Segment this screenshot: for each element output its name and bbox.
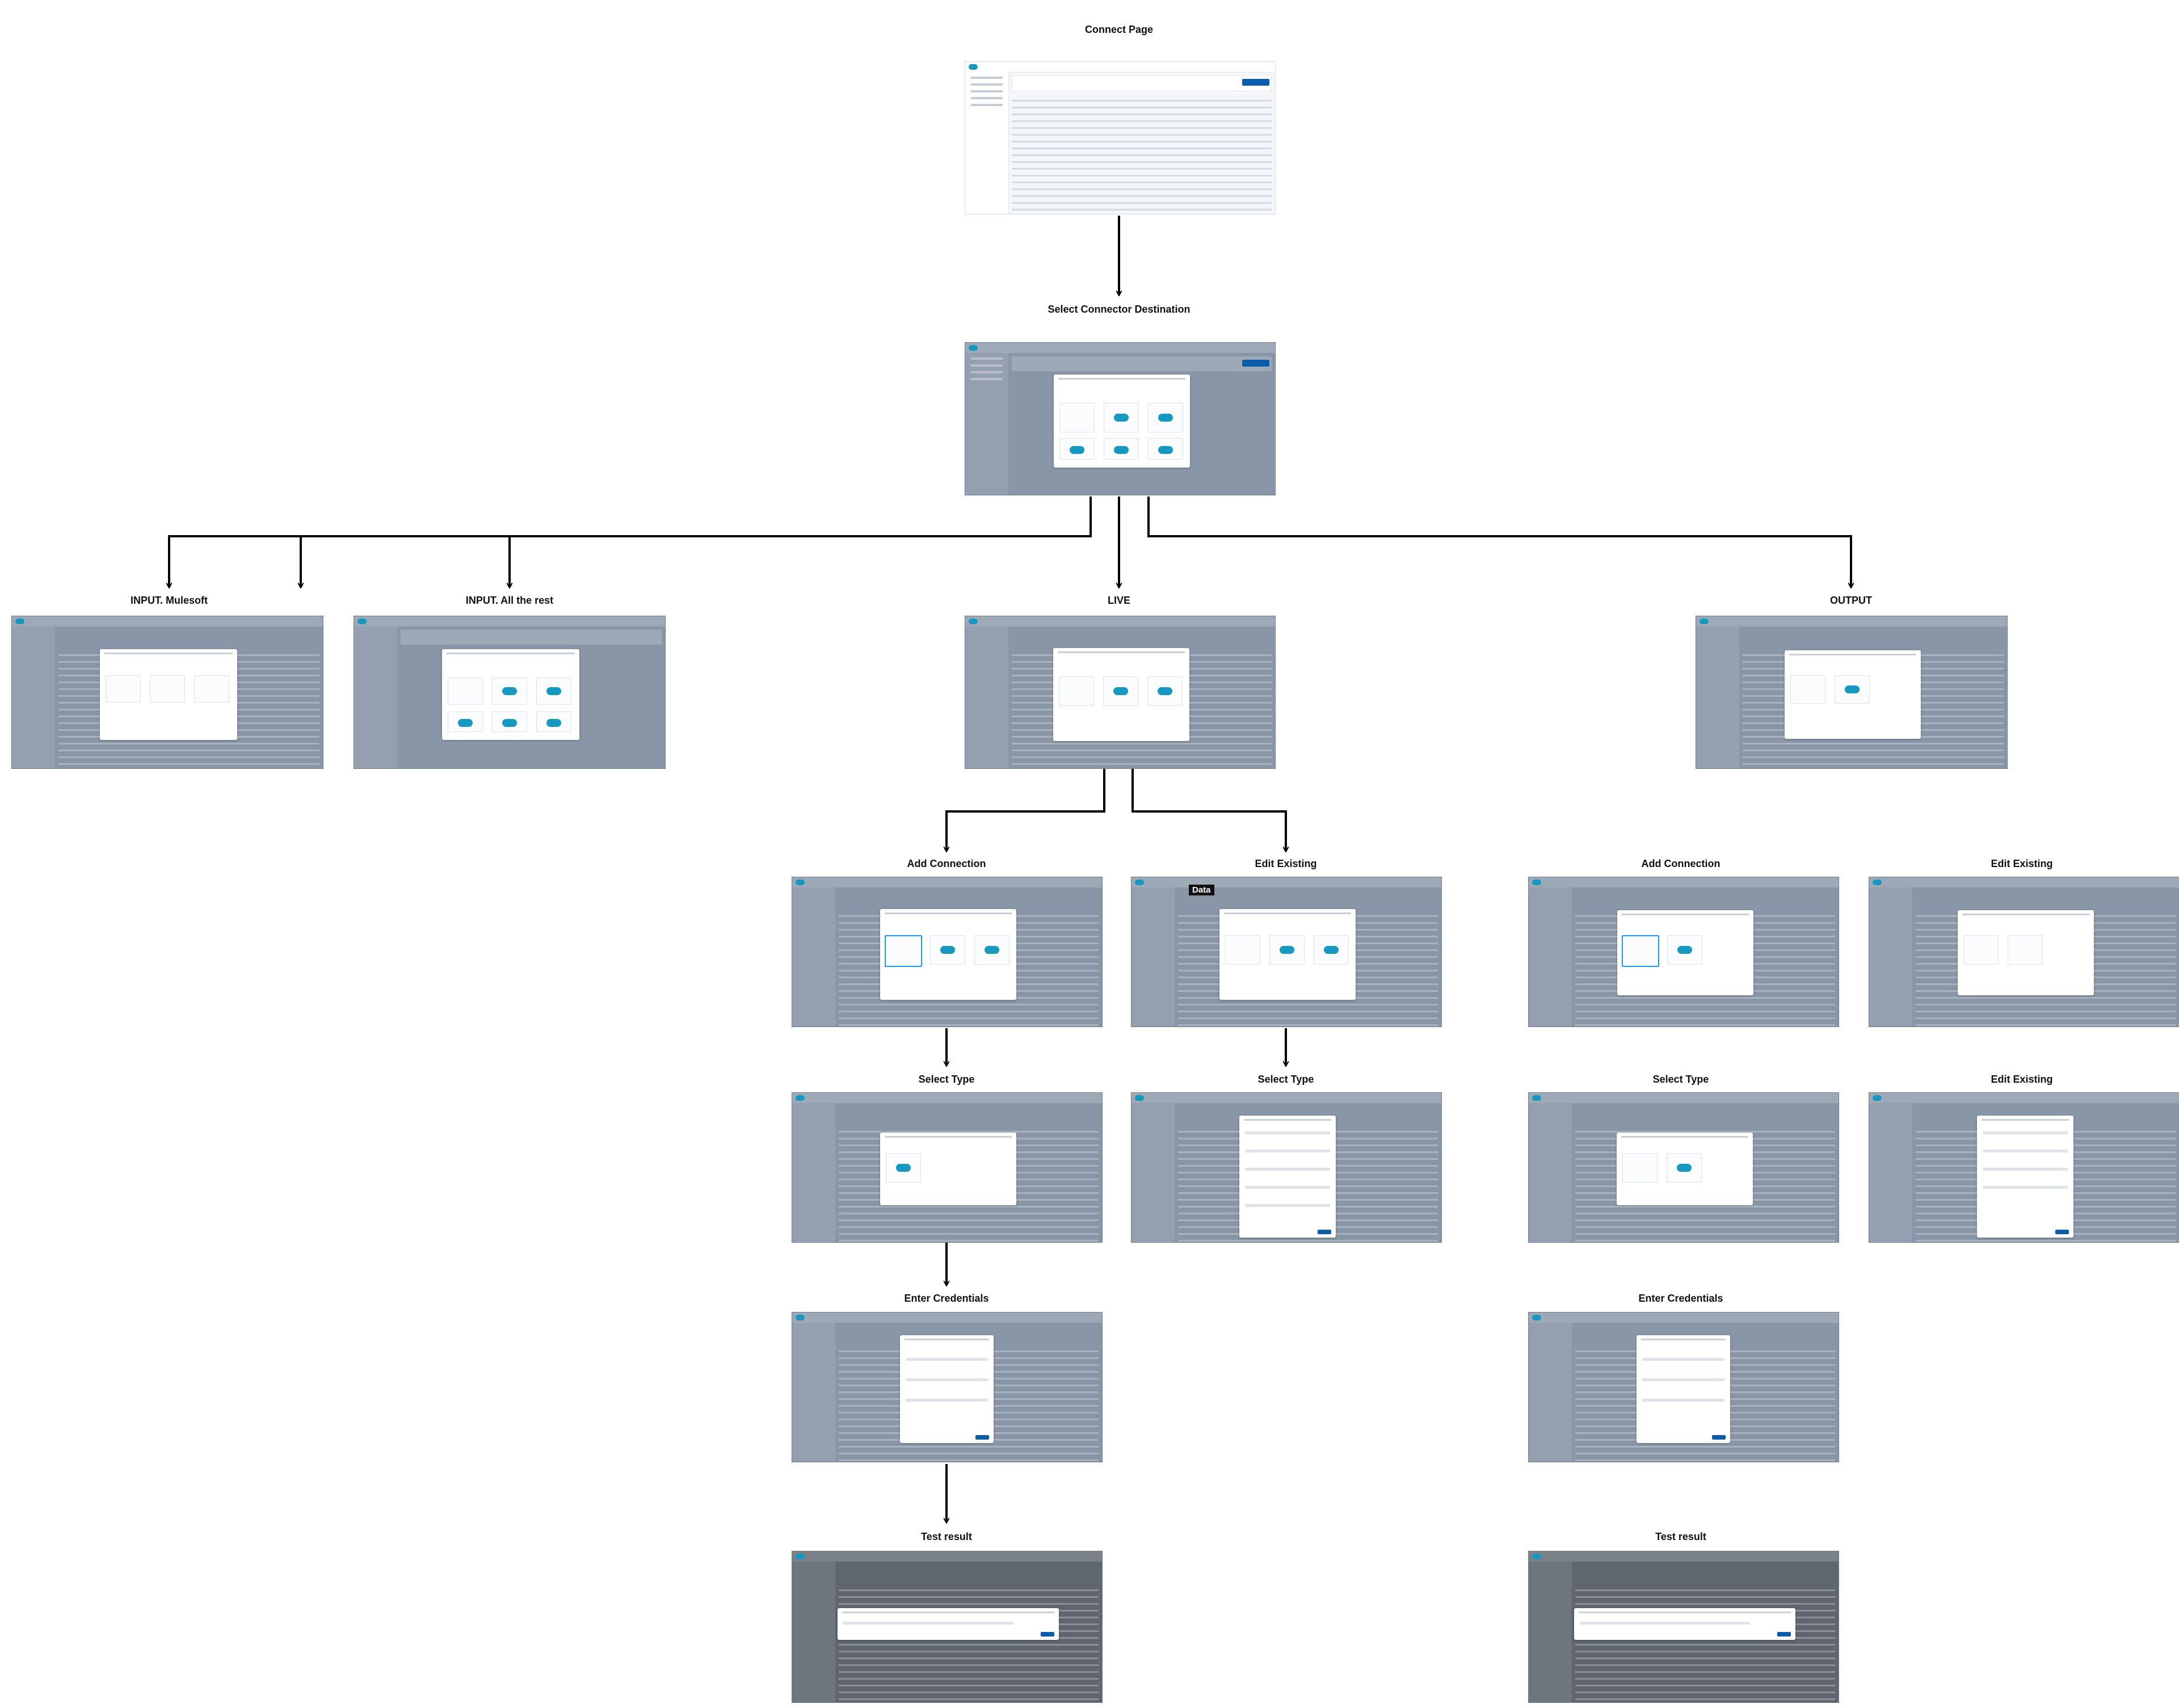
label-input-rest: INPUT. All the rest xyxy=(465,595,554,606)
screenshot-output-add-connection xyxy=(1528,877,1839,1027)
edge-live-to-edit xyxy=(1131,769,1286,851)
screenshot-output-enter-credentials xyxy=(1528,1312,1839,1462)
screenshot-output-edit-existing-2 xyxy=(1869,1092,2179,1243)
edge-select-to-mulesoft-and-rest xyxy=(169,497,1092,587)
screenshot-output xyxy=(1696,616,2008,769)
label-live-add-select-type: Select Type xyxy=(918,1074,975,1085)
edge-select-to-output xyxy=(1147,497,1851,587)
label-output-add-connection: Add Connection xyxy=(1641,858,1721,869)
label-output-edit-existing: Edit Existing xyxy=(1991,858,2053,869)
edge-branch-input-rest xyxy=(301,535,510,587)
label-live-edit-existing: Edit Existing xyxy=(1255,858,1317,869)
label-live-add-connection: Add Connection xyxy=(907,858,986,869)
label-output: OUTPUT xyxy=(1830,595,1872,606)
label-live-test-result: Test result xyxy=(921,1531,972,1542)
screenshot-live-enter-credentials xyxy=(792,1312,1103,1462)
label-live-edit-select-type: Select Type xyxy=(1257,1074,1314,1085)
screenshot-live xyxy=(965,616,1276,769)
screenshot-output-test-result xyxy=(1528,1551,1839,1703)
screenshot-input-mulesoft xyxy=(11,616,323,769)
screenshot-output-edit-existing xyxy=(1869,877,2179,1027)
label-input-mulesoft: INPUT. Mulesoft xyxy=(130,595,208,606)
label-select-destination: Select Connector Destination xyxy=(1048,304,1191,315)
data-annotation-tag: Data xyxy=(1189,885,1214,895)
screenshot-output-add-select-type xyxy=(1528,1092,1839,1243)
label-connect-page: Connect Page xyxy=(1084,24,1154,35)
screenshot-live-edit-select-type xyxy=(1131,1092,1442,1243)
screenshot-input-all-the-rest xyxy=(354,616,666,769)
label-output-enter-credentials: Enter Credentials xyxy=(1638,1293,1723,1304)
label-output-add-select-type: Select Type xyxy=(1652,1074,1709,1085)
screenshot-live-add-select-type xyxy=(792,1092,1103,1243)
label-output-test-result: Test result xyxy=(1655,1531,1706,1542)
screenshot-live-edit-existing xyxy=(1131,877,1442,1027)
screenshot-live-add-connection xyxy=(792,877,1103,1027)
screenshot-connect-page xyxy=(965,61,1276,214)
edge-live-to-add xyxy=(947,769,1105,851)
screenshot-select-destination xyxy=(965,342,1276,495)
label-output-edit-existing-2: Edit Existing xyxy=(1991,1074,2053,1085)
screenshot-live-test-result xyxy=(792,1551,1103,1703)
label-live: LIVE xyxy=(1107,595,1131,606)
label-live-enter-credentials: Enter Credentials xyxy=(904,1293,989,1304)
